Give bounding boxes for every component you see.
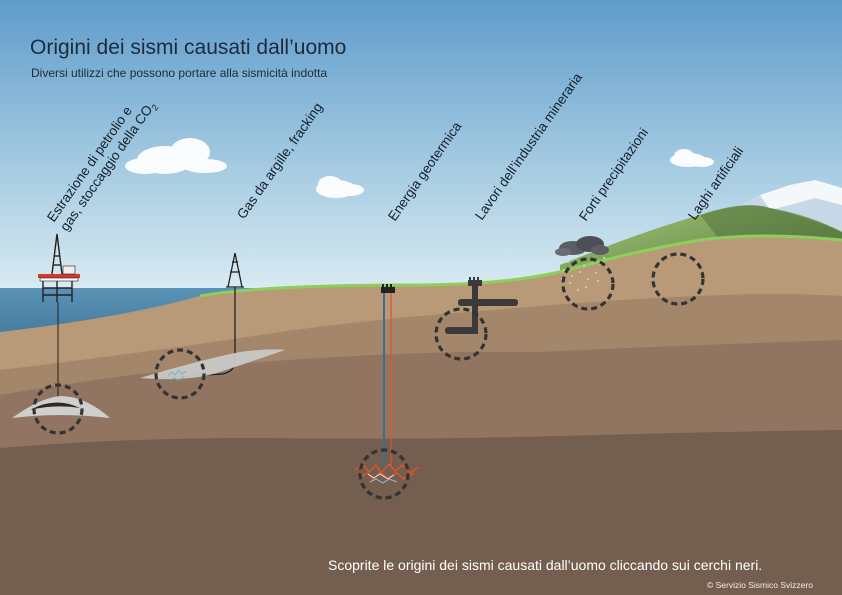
- oil-deposit: [30, 402, 80, 410]
- hotspot-mining[interactable]: [434, 307, 488, 361]
- mine-works: [445, 277, 518, 334]
- cloud: [670, 149, 714, 167]
- geothermal-plant: [381, 284, 395, 293]
- cloud: [125, 138, 227, 174]
- oil-platform: [38, 233, 80, 302]
- page-subtitle: Diversi utilizzi che possono portare all…: [31, 66, 328, 80]
- copyright-credit: © Servizio Sismico Svizzero: [707, 580, 813, 590]
- fracture-network: [167, 369, 188, 382]
- hotspot-reservoir-lake[interactable]: [651, 252, 705, 306]
- hotspot-geothermal[interactable]: [358, 448, 410, 500]
- storm-cloud: [555, 236, 609, 291]
- oil-reservoir: [12, 396, 110, 418]
- cloud: [316, 176, 364, 198]
- ground-layer-4: [0, 430, 842, 595]
- hotspot-fracking[interactable]: [154, 348, 206, 400]
- shale-layer: [140, 349, 285, 380]
- hotspot-rain[interactable]: [561, 257, 615, 311]
- fracking-rig: [226, 252, 244, 288]
- hotspot-oil-gas[interactable]: [32, 383, 84, 435]
- page-title: Origini dei sismi causati dall’uomo: [30, 36, 347, 59]
- instruction-text: Scoprite le origini dei sismi causati da…: [328, 557, 763, 573]
